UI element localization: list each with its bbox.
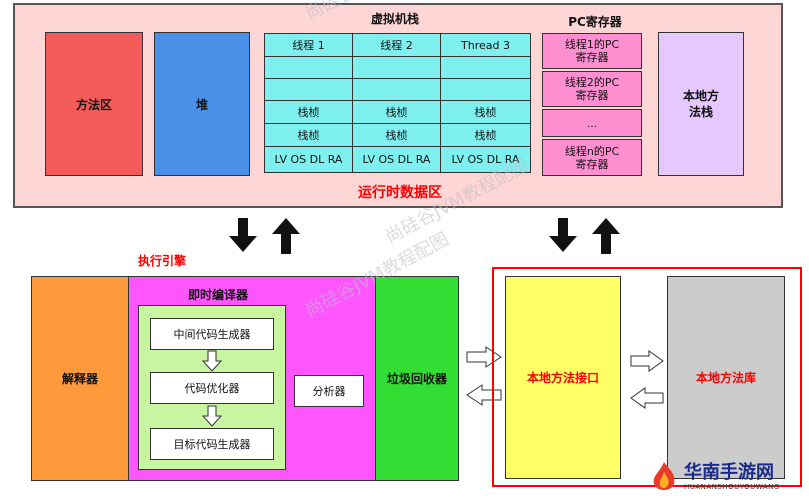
down-arrow-icon [229,218,257,252]
vm-stack-empty-cell [264,78,353,101]
method-area-label: 方法区 [75,97,112,112]
vm-stack-column-header: 线程 2 [352,33,441,57]
native-method-frame [492,267,802,487]
execution-engine-title: 执行引擎 [138,254,187,268]
stack-frame: 栈桢 [440,123,531,147]
native-method-stack-box: 本地方法栈 [658,32,744,176]
runtime-area-title: 运行时数据区 [358,185,442,201]
vertical-arrows-right [549,218,620,254]
native-method-stack-label: 本地方法栈 [682,89,719,119]
vm-stack-column-header: Thread 3 [440,33,531,57]
intermediate-code-generator: 中间代码生成器 [150,318,274,350]
logo-subtext: HUANANSHOUYOUWANG [684,483,780,491]
native-method-library-label: 本地方法库 [695,371,756,385]
down-arrow-icon [549,218,577,252]
site-logo: 华南手游网 HUANANSHOUYOUWANG [648,458,798,498]
pc-register-item-label: 线程1的PC寄存器 [564,38,620,64]
flame-logo-icon [653,462,675,490]
target-code-generator: 目标代码生成器 [150,428,274,460]
vm-stack-empty-cell [352,56,441,79]
up-arrow-icon [272,218,300,254]
up-arrow-icon [592,218,620,254]
down-hollow-arrow-icon [202,350,222,372]
stack-frame: 栈桢 [352,100,441,124]
interpreter-box: 解释器 [31,276,129,481]
vertical-arrows-left [229,218,300,254]
vm-stack: 线程 1 栈桢 栈桢 LV OS DL RA 线程 2 栈桢 栈桢 LV OS … [264,33,532,176]
native-method-library-box: 本地方法库 [667,276,785,479]
left-hollow-arrow-icon [630,387,664,409]
vm-stack-empty-cell [440,56,531,79]
pc-register-item-label: ... [586,116,598,130]
pc-register-title: PC寄存器 [568,14,622,29]
pc-register-item-label: 线程2的PC寄存器 [564,76,620,102]
code-optimizer: 代码优化器 [150,372,274,404]
vm-stack-empty-cell [264,56,353,79]
garbage-collector-label: 垃圾回收器 [386,372,447,386]
vm-stack-title: 虚拟机栈 [370,11,419,26]
jit-compiler-title: 即时编译器 [188,288,249,302]
logo-text: 华南手游网 [684,462,774,483]
native-method-interface-label: 本地方法接口 [526,371,599,385]
stack-frame: 栈桢 [440,100,531,124]
garbage-collector-box: 垃圾回收器 [375,276,459,481]
stack-frame: 栈桢 [264,100,353,124]
stack-frame-detail: LV OS DL RA [352,146,441,173]
pc-register-item: 线程n的PC寄存器 [542,139,642,176]
native-method-interface-box: 本地方法接口 [505,276,621,479]
vm-stack-empty-cell [440,78,531,101]
stack-frame: 栈桢 [352,123,441,147]
analyzer-box: 分析器 [294,375,364,407]
pc-register-item: 线程1的PC寄存器 [542,33,642,69]
vm-stack-empty-cell [352,78,441,101]
stack-frame-detail: LV OS DL RA [264,146,353,173]
interpreter-label: 解释器 [61,372,98,386]
stack-frame-detail: LV OS DL RA [440,146,531,173]
vm-stack-column-header: 线程 1 [264,33,353,57]
pc-register-item-label: 线程n的PC寄存器 [564,144,620,171]
pc-register-item: 线程2的PC寄存器 [542,71,642,107]
down-hollow-arrow-icon [202,405,222,427]
stack-frame: 栈桢 [264,123,353,147]
method-area-box: 方法区 [45,32,143,176]
heap-box: 堆 [154,32,250,176]
right-hollow-arrow-icon [630,350,664,372]
heap-label: 堆 [195,97,208,112]
pc-register-item: ... [542,109,642,137]
